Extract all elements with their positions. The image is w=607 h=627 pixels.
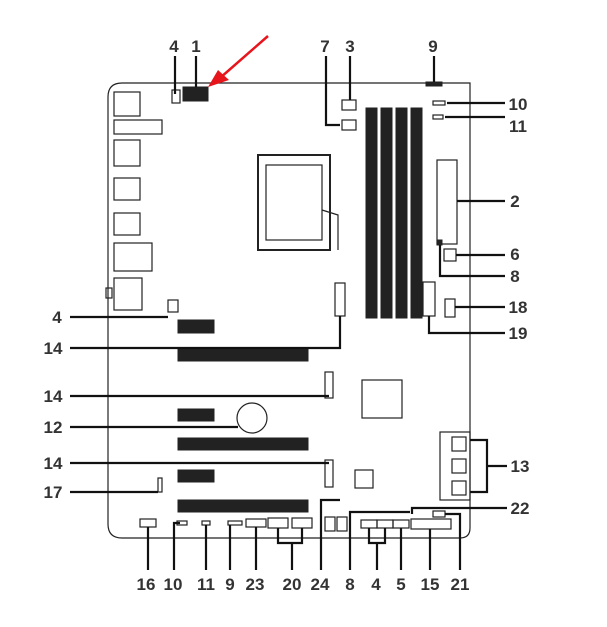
callout-label-left: 14 bbox=[44, 454, 63, 473]
leader-line bbox=[470, 438, 507, 494]
leader-line bbox=[427, 316, 505, 335]
fan-header-7 bbox=[341, 119, 357, 131]
leader-line bbox=[410, 506, 507, 514]
callout-label-bottom: 10 bbox=[164, 575, 183, 594]
fan-header-4-left bbox=[167, 299, 179, 313]
callout-label-bottom: 15 bbox=[421, 575, 440, 594]
callout-label-top: 9 bbox=[428, 37, 437, 56]
leader-line bbox=[367, 528, 387, 570]
leader-line bbox=[348, 510, 410, 570]
leader-line bbox=[70, 316, 342, 350]
callout-label-bottom: 20 bbox=[283, 575, 302, 594]
callout-label-bottom: 5 bbox=[396, 575, 405, 594]
leader-line bbox=[319, 498, 340, 570]
callout-label-top: 7 bbox=[320, 37, 329, 56]
dimm-slots bbox=[365, 107, 423, 319]
callout-label-left: 4 bbox=[52, 308, 62, 327]
cpu-power-connector bbox=[171, 86, 209, 104]
m2-slots bbox=[324, 282, 346, 488]
header-8-right bbox=[436, 239, 443, 246]
connector-19 bbox=[422, 281, 436, 317]
callout-label-left: 17 bbox=[44, 483, 63, 502]
callout-label-right: 22 bbox=[511, 499, 530, 518]
cmos-battery bbox=[236, 402, 268, 434]
callout-label-bottom: 11 bbox=[197, 575, 215, 594]
callout-label-bottom: 16 bbox=[137, 575, 156, 594]
small-chip bbox=[354, 469, 374, 489]
leader-line bbox=[276, 528, 304, 570]
leader-line bbox=[438, 245, 505, 278]
leader-line bbox=[324, 56, 340, 127]
callout-label-bottom: 8 bbox=[345, 575, 354, 594]
board-outline bbox=[107, 82, 471, 539]
atx-power-connector bbox=[436, 159, 458, 245]
callout-label-right: 19 bbox=[509, 324, 528, 343]
header-9-top bbox=[425, 81, 443, 87]
callout-label-top: 1 bbox=[191, 37, 200, 56]
callout-label-right: 6 bbox=[510, 245, 519, 264]
callout-label-left: 12 bbox=[44, 418, 63, 437]
sata-connectors bbox=[439, 431, 471, 501]
callout-label-right: 8 bbox=[510, 267, 519, 286]
leader-lines bbox=[70, 56, 507, 570]
callout-label-bottom: 21 bbox=[451, 575, 470, 594]
fan-header-6 bbox=[443, 248, 457, 262]
leader-line bbox=[172, 521, 180, 570]
callout-label-bottom: 24 bbox=[311, 575, 330, 594]
callout-label-right: 13 bbox=[511, 457, 530, 476]
red-arrow-icon bbox=[208, 35, 269, 87]
callout-label-top: 4 bbox=[169, 37, 179, 56]
chipset bbox=[361, 379, 403, 419]
callout-label-bottom: 9 bbox=[225, 575, 234, 594]
callout-label-left: 14 bbox=[44, 387, 63, 406]
callout-label-right: 2 bbox=[510, 192, 519, 211]
header-11-top bbox=[432, 114, 444, 120]
callout-label-bottom: 4 bbox=[371, 575, 381, 594]
fan-header-3 bbox=[341, 99, 357, 111]
callout-label-right: 11 bbox=[509, 117, 527, 136]
pcie-slots bbox=[177, 319, 309, 513]
rear-io-panel bbox=[105, 91, 163, 311]
connector-18 bbox=[444, 298, 456, 318]
header-10-top bbox=[432, 100, 446, 106]
callout-label-right: 10 bbox=[509, 95, 528, 114]
callout-label-top: 3 bbox=[345, 37, 354, 56]
callout-label-bottom: 23 bbox=[246, 575, 265, 594]
leader-line bbox=[445, 512, 462, 570]
callout-label-right: 18 bbox=[509, 298, 528, 317]
callout-label-left: 14 bbox=[44, 339, 63, 358]
cpu-socket bbox=[257, 154, 339, 251]
